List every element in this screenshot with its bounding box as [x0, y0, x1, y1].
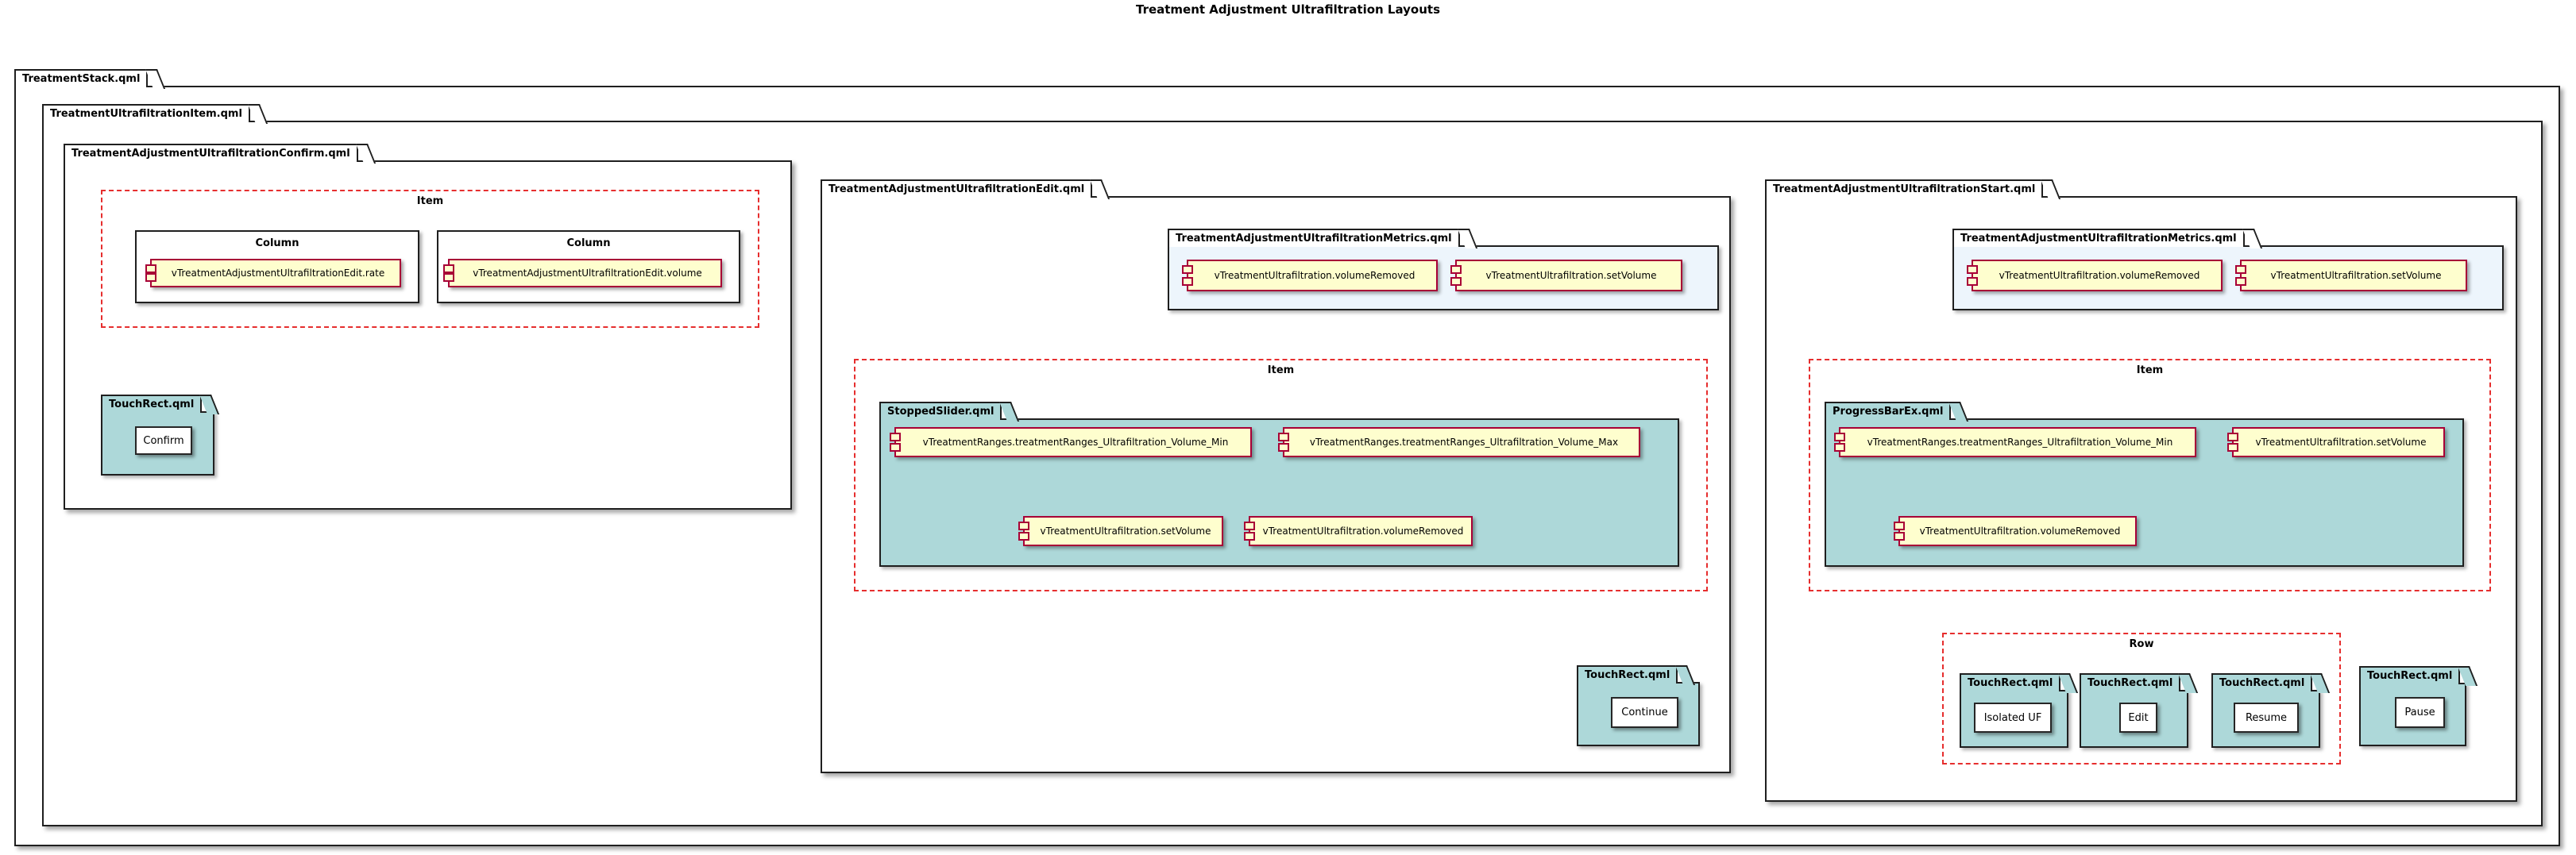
confirm-button[interactable]: Confirm: [135, 426, 192, 455]
continue-button[interactable]: Continue: [1611, 697, 1678, 728]
touchrect-pause: TouchRect.qml Pause: [2359, 666, 2466, 746]
frame-progressbar: ProgressBarEx.qml vTreatmentRanges.treat…: [1825, 402, 2464, 567]
frame-tab-treatment-stack: TreatmentStack.qml: [14, 69, 149, 87]
component-volume-removed: vTreatmentUltrafiltration.volumeRemoved: [1244, 516, 1473, 546]
frame-tab-metrics: TreatmentAdjustmentUltrafiltrationMetric…: [1168, 229, 1460, 247]
pause-button[interactable]: Pause: [2395, 697, 2445, 728]
frame-confirm: TreatmentAdjustmentUltrafiltrationConfir…: [64, 144, 792, 510]
component-volume-removed: vTreatmentUltrafiltration.volumeRemoved: [1182, 260, 1438, 291]
component-volume-removed: vTreatmentUltrafiltration.volumeRemoved: [1894, 516, 2137, 546]
confirm-column-volume: Column vTreatmentAdjustmentUltrafiltrati…: [437, 230, 740, 303]
frame-tab-touchrect: TouchRect.qml: [2359, 666, 2461, 684]
frame-start: TreatmentAdjustmentUltrafiltrationStart.…: [1765, 179, 2517, 802]
component-set-volume: vTreatmentUltrafiltration.setVolume: [2235, 260, 2467, 291]
touchrect-continue: TouchRect.qml Continue: [1577, 665, 1700, 746]
frame-tab-treatment-ultrafiltration-item: TreatmentUltrafiltrationItem.qml: [42, 104, 250, 122]
frame-tab-touchrect: TouchRect.qml: [1577, 665, 1678, 684]
start-item-group: Item ProgressBarEx.qml vTreatmentRanges.…: [1809, 359, 2491, 591]
frame-tab-touchrect: TouchRect.qml: [1960, 673, 2061, 691]
frame-tab-stopped-slider: StoppedSlider.qml: [879, 402, 1002, 420]
component-set-volume: vTreatmentUltrafiltration.setVolume: [1450, 260, 1682, 291]
frame-tab-confirm: TreatmentAdjustmentUltrafiltrationConfir…: [64, 144, 358, 162]
diagram-title: Treatment Adjustment Ultrafiltration Lay…: [1135, 2, 1441, 17]
component-uf-volume-min: vTreatmentRanges.treatmentRanges_Ultrafi…: [1834, 427, 2196, 457]
edit-button[interactable]: Edit: [2119, 703, 2157, 733]
frame-tab-progressbar: ProgressBarEx.qml: [1825, 402, 1952, 420]
frame-metrics-edit: TreatmentAdjustmentUltrafiltrationMetric…: [1168, 229, 1719, 310]
frame-tab-edit: TreatmentAdjustmentUltrafiltrationEdit.q…: [821, 179, 1093, 198]
column-label: Column: [255, 237, 299, 249]
frame-stopped-slider: StoppedSlider.qml vTreatmentRanges.treat…: [879, 402, 1679, 567]
frame-tab-metrics: TreatmentAdjustmentUltrafiltrationMetric…: [1952, 229, 2245, 247]
start-row-group: Row TouchRect.qml Isolated UF TouchRect.…: [1942, 633, 2341, 764]
component-uf-volume-max: vTreatmentRanges.treatmentRanges_Ultrafi…: [1278, 427, 1640, 457]
row-group-label: Row: [2129, 638, 2154, 650]
touchrect-isolated-uf: TouchRect.qml Isolated UF: [1960, 673, 2068, 748]
item-group-label: Item: [416, 195, 444, 207]
confirm-item-group: Item Column vTreatmentAdjustmentUltrafil…: [101, 190, 759, 328]
component-volume-removed: vTreatmentUltrafiltration.volumeRemoved: [1967, 260, 2223, 291]
frame-edit: TreatmentAdjustmentUltrafiltrationEdit.q…: [821, 179, 1731, 773]
frame-tab-touchrect: TouchRect.qml: [2080, 673, 2181, 691]
component-uf-volume-min: vTreatmentRanges.treatmentRanges_Ultrafi…: [890, 427, 1252, 457]
frame-treatment-stack: TreatmentStack.qml TreatmentUltrafiltrat…: [14, 69, 2560, 846]
touchrect-confirm: TouchRect.qml Confirm: [101, 395, 214, 476]
touchrect-resume: TouchRect.qml Resume: [2211, 673, 2320, 748]
touchrect-edit: TouchRect.qml Edit: [2080, 673, 2188, 748]
frame-treatment-ultrafiltration-item: TreatmentUltrafiltrationItem.qml Treatme…: [42, 104, 2543, 826]
component-set-volume: vTreatmentUltrafiltration.setVolume: [2227, 427, 2445, 457]
edit-item-group: Item StoppedSlider.qml vTreatmentRanges.…: [854, 359, 1708, 591]
item-group-label: Item: [1267, 364, 1295, 376]
frame-tab-touchrect: TouchRect.qml: [101, 395, 203, 413]
frame-metrics-start: TreatmentAdjustmentUltrafiltrationMetric…: [1952, 229, 2504, 310]
resume-button[interactable]: Resume: [2234, 703, 2299, 733]
frame-tab-start: TreatmentAdjustmentUltrafiltrationStart.…: [1765, 179, 2044, 198]
component-set-volume: vTreatmentUltrafiltration.setVolume: [1018, 516, 1223, 546]
confirm-column-rate: Column vTreatmentAdjustmentUltrafiltrati…: [135, 230, 419, 303]
component-edit-volume: vTreatmentAdjustmentUltrafiltrationEdit.…: [443, 259, 722, 287]
isolated-uf-button[interactable]: Isolated UF: [1974, 703, 2052, 733]
column-label: Column: [566, 237, 611, 249]
frame-tab-touchrect: TouchRect.qml: [2211, 673, 2313, 691]
item-group-label: Item: [2136, 364, 2164, 376]
component-edit-rate: vTreatmentAdjustmentUltrafiltrationEdit.…: [145, 259, 401, 287]
